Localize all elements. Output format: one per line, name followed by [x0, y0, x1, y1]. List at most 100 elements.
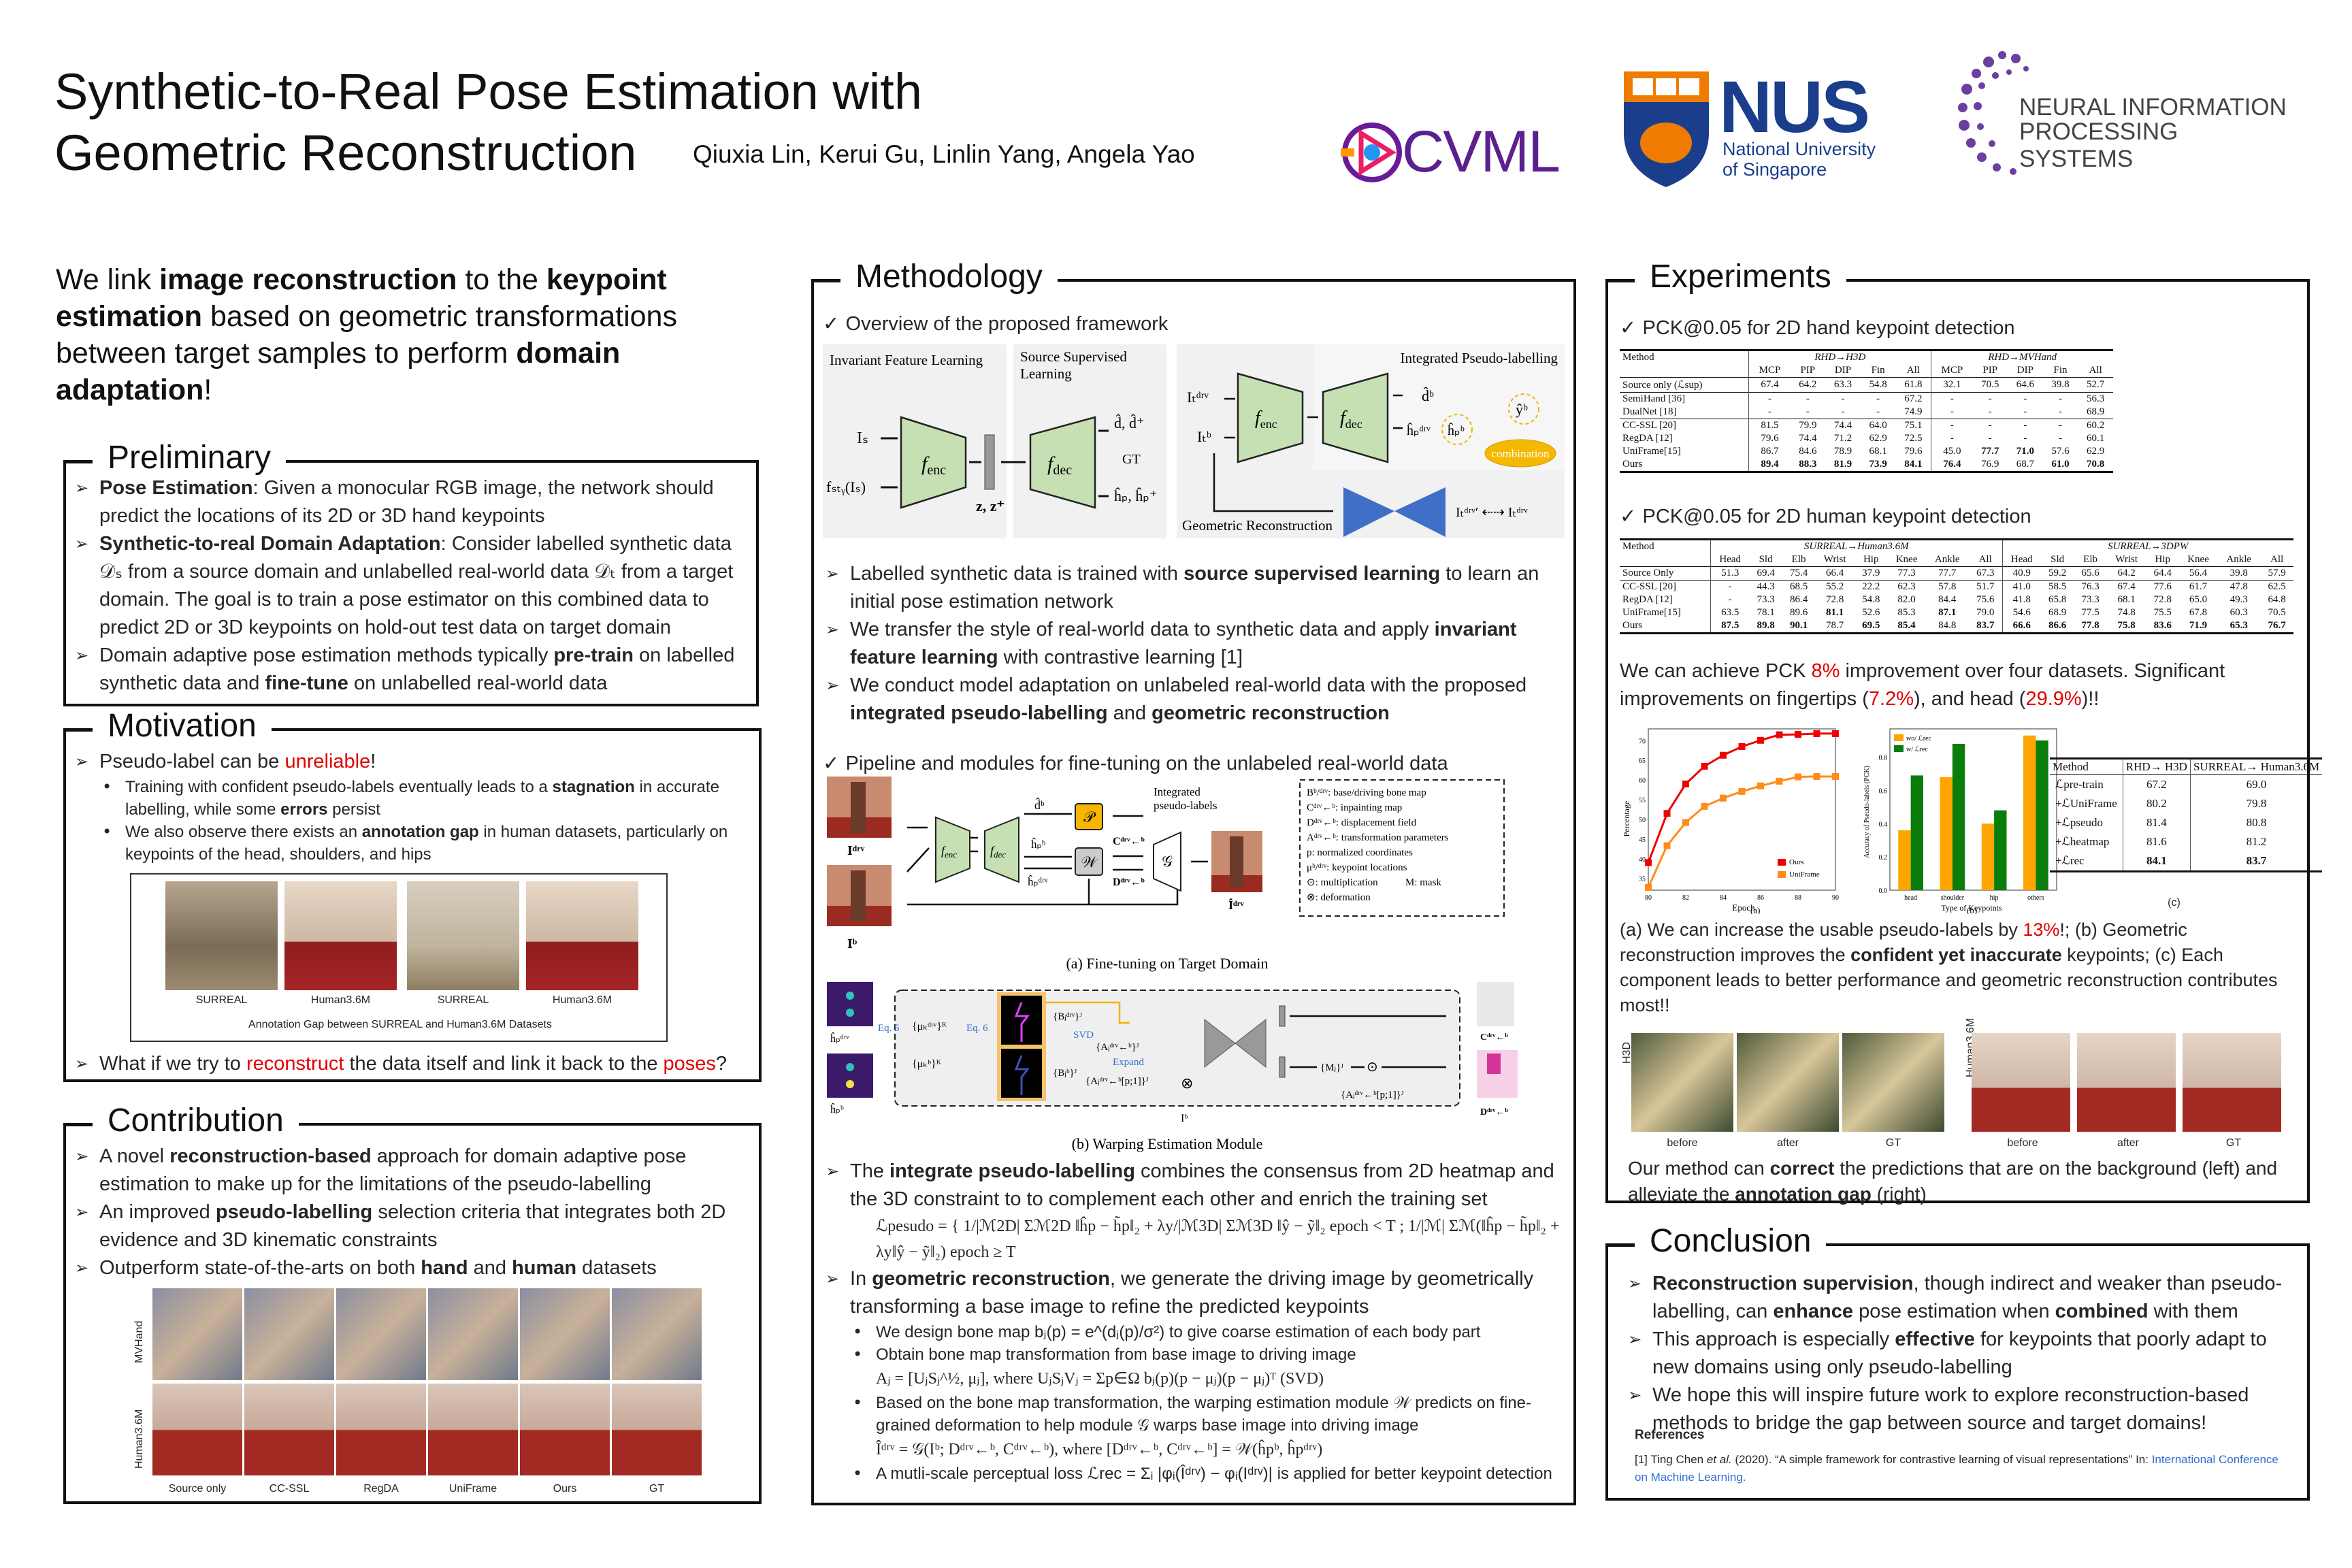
- table-cell: -: [2059, 433, 2062, 444]
- displacement-field-label: Dᵈʳᵛ←ᵇ: [1113, 877, 1145, 888]
- bullet-item: A novel reconstruction-based approach fo…: [72, 1143, 753, 1198]
- text-segment: effective: [1895, 1328, 1975, 1350]
- motivation-question: ➢ What if we try to reconstruct the data…: [72, 1050, 727, 1078]
- data-point: [1701, 802, 1708, 810]
- table-cell: 81.2: [2189, 832, 2323, 851]
- table-cell: 76.9: [1972, 458, 2008, 473]
- nus-subtitle-1: National University: [1722, 139, 1876, 159]
- text-segment: Outperform state-of-the-arts on both: [99, 1257, 421, 1279]
- text-segment: [1] Ting Chen: [1635, 1453, 1707, 1466]
- table-cell: 87.5: [1710, 619, 1750, 634]
- eq5-link[interactable]: Eq. 5: [878, 1023, 900, 1034]
- h3d-qualitative-image: [1737, 1033, 1839, 1132]
- generator-module: [1153, 831, 1181, 892]
- text-segment: ?: [715, 1053, 728, 1075]
- nus-crest-icon: [1624, 71, 1709, 187]
- column-header: Wrist: [1823, 554, 1846, 565]
- human36m-qualitative-image: [2077, 1033, 2176, 1132]
- results-summary: We can achieve PCK 8% improvement over f…: [1620, 657, 2293, 713]
- table-cell: 54.6: [2002, 606, 2041, 619]
- text-segment: persist: [327, 800, 380, 819]
- driving-image-label: Iᵈʳᵛ: [847, 843, 864, 858]
- qualitative-label: before: [2007, 1137, 2038, 1149]
- row-label-human36m: Human3.6M: [133, 1409, 145, 1469]
- y-tick-label: 0.2: [1879, 854, 1888, 862]
- text-segment: errors: [280, 800, 328, 819]
- integrated-label-1: Integrated: [1154, 785, 1200, 798]
- column-header: PIP: [1982, 365, 1998, 376]
- text-segment: the predictions that are on the backgrou…: [1628, 1158, 2278, 1205]
- keypoints-drv-label: {μₖᵈʳᵛ}ᴷ: [912, 1021, 947, 1032]
- table-cell: 84.4: [1938, 594, 1957, 605]
- table-cell: 37.9: [1854, 566, 1888, 581]
- figure-caption: Annotation Gap between SURREAL and Human…: [248, 1019, 552, 1030]
- table-cell: -: [1876, 406, 1880, 417]
- column-label: RegDA: [363, 1483, 399, 1494]
- data-point: [1720, 751, 1727, 759]
- text-segment: A mutli-scale perceptual loss ℒrec = Σᵢ …: [876, 1465, 1552, 1483]
- base-heatmap: [827, 1054, 873, 1098]
- reconstruction-output-label: Iₜᵈʳᵛ′ ⇠⇢ Iₜᵈʳᵛ: [1456, 505, 1528, 520]
- column-header: All: [2089, 365, 2102, 376]
- table-cell: -: [1988, 433, 1992, 444]
- table-cell: 77.8: [2074, 619, 2107, 634]
- text-segment: approach for domain adaptive pose estima…: [99, 1145, 687, 1195]
- legend-entry: M: mask: [1405, 877, 1441, 888]
- table-cell: 63.3: [1825, 377, 1861, 393]
- table-cell: 68.9: [2087, 406, 2105, 417]
- text-segment: geometric reconstruction: [872, 1268, 1110, 1290]
- table-cell: DualNet [18]: [1620, 406, 1750, 419]
- table-cell: Ours: [1620, 458, 1750, 473]
- base-input-label: Iₜᵇ: [1197, 428, 1211, 445]
- table-cell: 69.4: [1749, 566, 1782, 581]
- data-point: [1701, 762, 1708, 770]
- combination-label: combination: [1492, 447, 1550, 460]
- base-image-label: Iᵇ: [1181, 1113, 1188, 1124]
- table-cell: 75.1: [1895, 419, 1931, 432]
- text-segment: !; (b) Geometric reconstruction improves…: [1620, 919, 2187, 965]
- references-title: References: [1635, 1428, 1705, 1442]
- text-segment: keypoints; (c) Each component leads to b…: [1620, 945, 2278, 1015]
- table-cell: -: [2042, 419, 2078, 432]
- text-segment: 8%: [1811, 660, 1840, 682]
- qualitative-label: after: [2117, 1137, 2139, 1149]
- table-cell: 77.6: [2146, 580, 2179, 593]
- column-header: All: [2270, 554, 2284, 565]
- table-cell: 84.1: [2123, 851, 2191, 872]
- bullet-item: Outperform state-of-the-arts on both han…: [72, 1254, 753, 1282]
- legend-entry: Bᵇ/ᵈʳᵛ: base/driving bone map: [1307, 787, 1426, 798]
- bullet-item: We hope this will inspire future work to…: [1625, 1382, 2299, 1437]
- column-label: Ours: [553, 1483, 577, 1494]
- pipeline-heading: Pipeline and modules for fine-tuning on …: [823, 749, 1448, 777]
- table-cell: 78.9: [1833, 446, 1852, 457]
- text-segment: International Conference on Machine Lear…: [1635, 1453, 2278, 1484]
- data-point: [1738, 787, 1746, 795]
- table-cell: 80.8: [2189, 813, 2323, 832]
- text-segment: !: [370, 751, 376, 772]
- table-cell: 65.6: [2074, 566, 2107, 581]
- y-tick-label: 0.0: [1879, 887, 1888, 895]
- text-segment: We transfer the style of real-world data…: [850, 619, 1435, 640]
- table-cell: 68.7: [2008, 458, 2043, 473]
- text-segment: We hope this will inspire future work to…: [1652, 1384, 2249, 1434]
- human36m-qualitative-image: [1972, 1033, 2070, 1132]
- human36m-image-1: [284, 881, 397, 990]
- text-segment: on labelled synthetic data and: [99, 644, 735, 694]
- table-cell: 76.4: [1931, 458, 1973, 473]
- bullet-item: Domain adaptive pose estimation methods …: [72, 642, 749, 698]
- eq6-link[interactable]: Eq. 6: [966, 1023, 988, 1034]
- table-cell: 86.6: [2040, 619, 2074, 634]
- transform-params-label: {Aⱼᵈʳᵛ←ᵇ}ᴶ: [1096, 1042, 1139, 1053]
- table-cell: 79.0: [1976, 607, 1995, 618]
- methodology-bullets-1: Labelled synthetic data is trained with …: [823, 560, 1565, 728]
- table-cell: 45.0: [1931, 445, 1973, 458]
- method-header: Method: [1620, 538, 1712, 553]
- column-label: CC-SSL: [269, 1483, 310, 1494]
- text-segment: hand: [421, 1257, 468, 1279]
- legend-entry: Dᵈʳᵛ←ᵇ: displacement field: [1307, 817, 1417, 828]
- table-cell: -: [1728, 594, 1732, 605]
- bar-shoulder: [1952, 743, 1965, 890]
